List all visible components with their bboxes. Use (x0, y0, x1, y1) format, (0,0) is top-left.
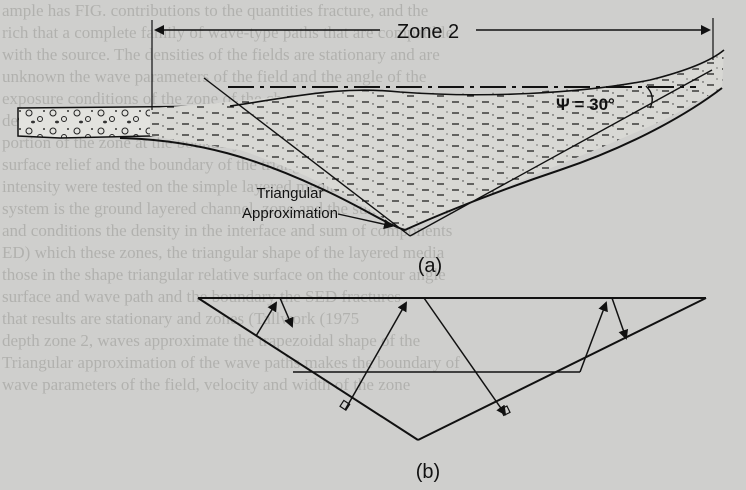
background-text-line: ED) which these zones, the triangular sh… (2, 243, 445, 262)
background-text-line: those in the shape triangular relative s… (2, 265, 446, 284)
zone-label: Zone 2 (397, 21, 459, 43)
background-text-line: and conditions the density in the interf… (2, 221, 453, 240)
v-right-side (417, 297, 707, 441)
approximation-pointer (337, 213, 394, 230)
background-text-line: Triangular approximation of the wave pat… (2, 353, 460, 372)
ray-up-1 (255, 301, 278, 337)
background-text-line: wave parameters of the field, velocity a… (2, 375, 411, 394)
panel-b-label: (b) (416, 461, 440, 483)
top-surface (229, 49, 725, 107)
background-text-line: unknown the wave parameters of the field… (2, 67, 427, 86)
angle-arc (645, 85, 653, 109)
background-text-line: surface and wave path and the boundary t… (2, 287, 401, 306)
ray-up-2 (344, 301, 407, 411)
background-text-line: ample has FIG. contributions to the quan… (2, 1, 429, 20)
triangle-right-side (409, 69, 713, 237)
background-text-line: rich that a complete family of wave-type… (2, 23, 454, 42)
ray-up-3 (579, 301, 608, 373)
right-angle-mark-left (339, 399, 351, 411)
figure-b: (b) (197, 297, 707, 483)
background-text-line: with the source. The densities of the fi… (2, 45, 440, 64)
v-left-side (197, 297, 419, 441)
figure-a: Zone 2 Ψ = 30° Triangular Approximation … (17, 18, 725, 277)
background-text-line: depth zone 2, waves approximate the trap… (2, 331, 421, 350)
fill-layer (150, 50, 724, 230)
background-text-line: system is the ground layered channel, zo… (2, 199, 453, 218)
approximation-label-line1: Triangular (257, 185, 324, 202)
ray-down-1 (279, 297, 294, 328)
angle-label: Ψ = 30° (556, 95, 615, 114)
ray-down-3 (611, 297, 629, 340)
approximation-label-line2: Approximation (242, 205, 338, 222)
right-angle-mark-right (499, 405, 511, 417)
panel-a-label: (a) (418, 255, 442, 277)
triangle-left-side (203, 77, 411, 237)
channel-boundary (119, 87, 723, 232)
ray-down-2 (423, 297, 507, 416)
